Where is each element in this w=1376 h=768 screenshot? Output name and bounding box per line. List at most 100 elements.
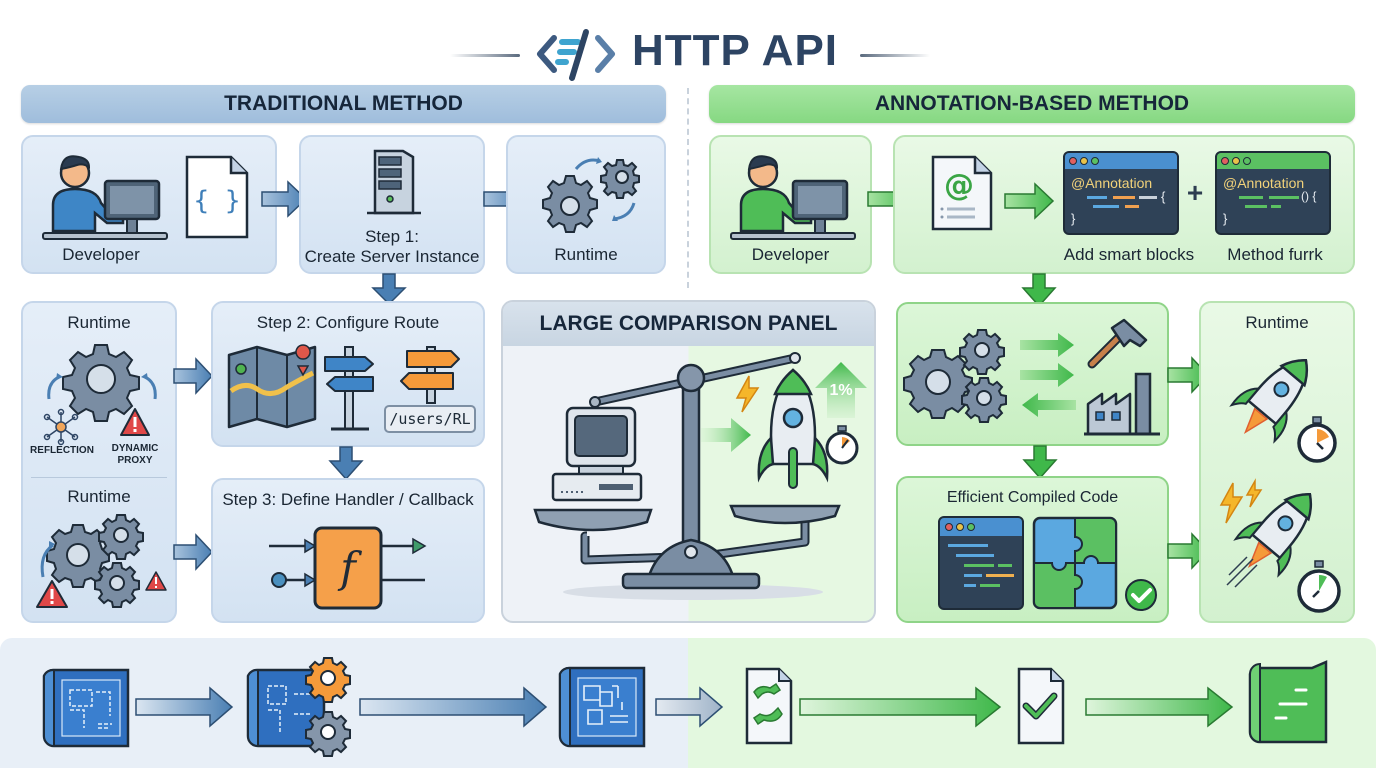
faded-arrow-right-icon [655,686,724,728]
factory-icon [1084,372,1160,436]
brace-open: { [1161,189,1166,204]
bottom-flow-band [0,638,1376,768]
window-dot-red [1221,157,1229,165]
gear-icon [62,344,140,422]
curved-arrow-icon [47,373,63,400]
arrow-down-icon [371,273,407,306]
anno-runtime-panel: Runtime [1199,301,1355,623]
green-arrow-left-icon [1022,393,1076,417]
step2-panel: Step 2: Configure Route /users/RL [211,301,485,447]
window-dot-red [945,523,953,531]
dynamic-proxy-label-line2: PROXY [117,455,153,466]
runtime-top-label: Runtime [67,313,131,332]
title-line-left [450,54,520,57]
generated-code-file-icon [745,667,793,745]
stopwatch-icon [1297,560,1341,613]
developer-at-computer-icon [730,155,856,240]
code-line [1269,196,1299,199]
dynamic-proxy-label-line1: DYNAMIC [111,443,159,454]
code-line [1093,205,1119,208]
route-path-text: /users/RL [389,410,471,428]
plus-sign: + [1186,177,1204,208]
rocket-icon [757,368,829,489]
window-titlebar [1217,153,1329,169]
svg-text:{ }: { } [194,186,241,216]
step2-label: Step 2: Configure Route [256,313,440,332]
gain-arrow-up-icon [815,362,867,418]
warning-icon [120,408,150,436]
comparison-panel-header: LARGE COMPARISON PANEL [503,302,874,346]
verified-file-icon [1017,667,1065,745]
warning-icon [145,571,167,591]
section-divider [687,88,689,288]
add-smart-blocks-label: Add smart blocks [1063,245,1195,264]
code-line [1139,196,1157,199]
anno-runtime-label: Runtime [1245,313,1309,332]
trad-runtime-label: Runtime [554,245,618,264]
window-dot-red [1069,157,1077,165]
developer-at-computer-icon [42,155,168,240]
arrow-right-icon [261,180,308,218]
blue-arrow-right-icon [359,686,548,728]
json-file-icon: { } [185,155,249,239]
green-arrow-down-icon [1022,445,1058,480]
retro-computer-icon [551,406,643,502]
compile-time-panel [896,302,1169,446]
window-dot-green [967,523,975,531]
signpost-blue-icon [324,346,374,431]
server-tower-icon [367,149,421,215]
annotation-file-icon: @ [931,155,993,231]
code-line [964,584,976,587]
stopwatch-icon [825,425,859,465]
curved-arrow-icon [40,541,55,578]
hammer-icon [1087,318,1148,369]
brace-open: () { [1301,189,1317,203]
handler-function-icon: f [269,526,427,610]
window-dot-yellow [956,523,964,531]
green-arrow-right-icon [1020,363,1074,387]
trad-developer-panel: { } Developer [21,135,277,274]
at-symbol: @ [944,168,974,203]
arrow-right-icon [173,533,214,571]
page-title-bar: HTTP API [0,10,1376,81]
stopwatch-icon [1297,416,1337,463]
gears-cluster-icon [46,514,144,608]
reflection-label: REFLECTION [30,445,94,456]
brace-close: } [1071,211,1076,226]
code-line [1271,205,1281,208]
route-path-badge: /users/RL [384,405,476,433]
arrow-down-icon [328,446,364,481]
warning-icon [36,580,68,608]
trad-developer-label: Developer [62,245,140,264]
rocket-launch-icon [1226,492,1313,588]
green-arrow-right-icon [799,686,1002,728]
green-document-icon [1248,660,1328,744]
step1-label-line1: Step 1: [365,227,419,246]
code-line [948,544,988,547]
code-line [1087,196,1107,199]
code-block-smart: @Annotation { } [1063,151,1179,235]
reflection-network-icon [43,408,79,446]
check-circle-icon [1125,579,1157,611]
route-map-icon [227,344,317,429]
lightning-icon [1219,478,1263,524]
arrow-right-icon [173,357,214,395]
window-dot-green [1091,157,1099,165]
lightning-icon [735,375,760,413]
gears-cluster-icon [903,329,1007,423]
code-line [980,584,1000,587]
comparison-panel: LARGE COMPARISON PANEL [501,300,876,623]
window-dot-yellow [1232,157,1240,165]
code-line [1245,205,1267,208]
annotation-method-header: ANNOTATION-BASED METHOD [709,85,1355,123]
code-block-method: @Annotation () { } [1215,151,1331,235]
curved-arrow-icon [141,373,157,400]
puzzle-icon [1032,516,1118,610]
traditional-method-header: TRADITIONAL METHOD [21,85,666,123]
green-arrow-right-icon [1020,333,1074,357]
page-title: HTTP API [632,26,839,75]
blueprint-structured-icon [558,666,646,748]
blueprint-icon [42,668,130,748]
step1-panel: Step 1: Create Server Instance [299,135,485,274]
code-line [1125,205,1139,208]
